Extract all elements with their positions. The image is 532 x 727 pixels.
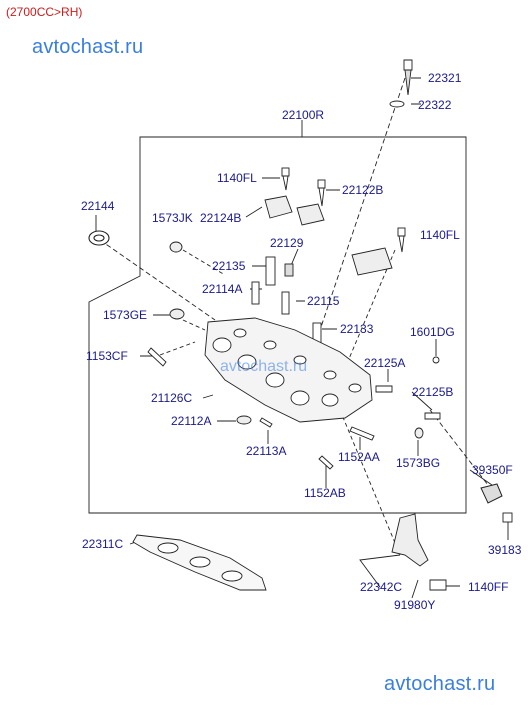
plug-1573JK: [169, 241, 183, 253]
plug-1573GE: [169, 308, 185, 320]
bracket-22342C: [391, 513, 429, 567]
label-21126C: 21126C: [151, 391, 193, 405]
bolt-axis-line: [319, 77, 406, 331]
label-1152AB: 1152AB: [304, 486, 346, 500]
label-1152AA: 1152AA: [338, 450, 380, 464]
label-22144: 22144: [81, 199, 115, 213]
label-22125B: 22125B: [412, 385, 454, 399]
valve-guide-22135: [265, 256, 276, 286]
label-39183: 39183: [488, 543, 522, 557]
engine-variant-header: (2700CC>RH): [6, 5, 83, 19]
label-22129: 22129: [270, 236, 304, 250]
label-22124B: 22124B: [200, 211, 242, 225]
leader-group-f: [325, 440, 509, 540]
label-1153CF: 1153CF: [86, 349, 128, 363]
label-1140FL-a: 1140FL: [217, 171, 257, 185]
label-22342C: 22342C: [360, 580, 403, 594]
spring-22129: [284, 263, 294, 277]
watermark-middle: avtochast.ru: [220, 358, 308, 375]
label-22122B: 22122B: [342, 183, 384, 197]
plug2-axis-line: [182, 319, 206, 331]
assembly-frame: [88, 136, 467, 514]
bolt-39183: [502, 512, 513, 523]
bolt-22125B: [424, 412, 441, 420]
tube-22115: [281, 291, 290, 315]
label-22112A: 22112A: [171, 414, 212, 428]
pin-22113A: [259, 417, 273, 428]
label-22321: 22321: [428, 71, 462, 85]
label-91980Y: 91980Y: [394, 598, 436, 612]
label-22311C: 22311C: [82, 537, 124, 551]
leader-group-d: [140, 339, 437, 399]
gasket-22311C: [132, 534, 267, 591]
washer-22322: [389, 100, 405, 108]
cam-cap-22124B: [264, 195, 393, 276]
bracket-axis-line: [339, 409, 401, 556]
cap-axis-line: [339, 249, 396, 381]
dowel-1601DG: [432, 356, 440, 364]
bolt-1140FF: [429, 579, 447, 591]
label-1140FF: 1140FF: [468, 580, 509, 594]
long-bolt-22321: [403, 59, 413, 96]
plug-axis-line: [182, 249, 226, 276]
bolt-22122B: [317, 179, 326, 207]
stud-1153CF: [147, 347, 167, 367]
stud-1152AB: [318, 455, 334, 470]
label-22113A: 22113A: [246, 444, 287, 458]
label-1573BG: 1573BG: [396, 456, 441, 470]
stud-1152AA: [349, 426, 375, 441]
seal-axis-line: [99, 239, 216, 321]
sensor-39350F: [480, 483, 503, 504]
label-22114A: 22114A: [202, 282, 243, 296]
label-39350F: 39350F: [472, 463, 513, 477]
label-22100R: 22100R: [282, 108, 325, 122]
label-1573JK: 1573JK: [152, 211, 193, 225]
bolt-1140FL-a: [281, 167, 290, 191]
watermark-bottom: avtochast.ru: [384, 673, 496, 695]
label-22135: 22135: [212, 259, 246, 273]
plug-1573BG: [414, 427, 424, 439]
tube-22114A: [251, 281, 260, 305]
seal-22144: [88, 230, 110, 246]
label-22322: 22322: [418, 98, 452, 112]
cylinder-head-body: [204, 317, 373, 423]
label-1573GE: 1573GE: [103, 308, 148, 322]
seal-22112A: [236, 415, 252, 425]
leader-top: [411, 77, 421, 105]
label-22125A: 22125A: [364, 356, 406, 370]
stud-axis-line: [159, 341, 196, 356]
leader-group-a: [95, 177, 340, 232]
leader-group-e: [217, 391, 433, 450]
label-22133: 22133: [340, 322, 374, 336]
label-1140FL-b: 1140FL: [420, 228, 460, 242]
bolt-22125A: [375, 385, 393, 393]
bolt-1140FL-b: [397, 227, 406, 253]
watermark-top: avtochast.ru: [32, 36, 144, 58]
label-1601DG: 1601DG: [410, 325, 455, 339]
label-22115: 22115: [307, 294, 340, 308]
